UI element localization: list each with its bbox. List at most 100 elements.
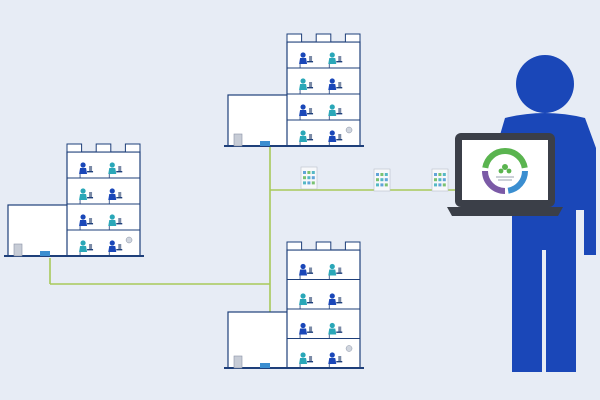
worker-head xyxy=(300,293,306,299)
person-head xyxy=(516,55,574,113)
ring-segment-green xyxy=(482,148,528,169)
worker-head xyxy=(329,263,335,270)
monitor-icon xyxy=(89,244,93,249)
monitor-icon xyxy=(89,218,93,223)
dashboard-ring-icon xyxy=(482,148,528,194)
worker-torso xyxy=(299,136,308,142)
document-chart-cell xyxy=(438,173,442,176)
document-chart-cell xyxy=(311,176,315,180)
worker-head xyxy=(300,52,306,58)
monitor-icon xyxy=(118,166,122,171)
building-roof xyxy=(286,241,361,251)
worker-head xyxy=(300,104,306,110)
router-icon xyxy=(260,141,270,146)
monitor-icon xyxy=(309,326,313,332)
worker-icon xyxy=(328,293,343,309)
worker-torso xyxy=(79,220,88,226)
worker-torso xyxy=(79,194,88,200)
desk-icon xyxy=(116,223,123,225)
worker-torso xyxy=(108,168,117,174)
document-chart-cell xyxy=(376,173,379,176)
worker-icon xyxy=(299,52,314,68)
clock-icon xyxy=(345,345,353,352)
file-cabinet-icon xyxy=(233,355,243,369)
worker-icon xyxy=(328,52,343,68)
document-chart-cell xyxy=(438,183,442,187)
worker-head xyxy=(329,78,335,84)
worker-icon xyxy=(299,78,314,94)
monitor-icon xyxy=(338,134,342,139)
worker-icon xyxy=(299,130,314,146)
worker-torso xyxy=(299,299,308,305)
document-chart-cell xyxy=(303,176,306,180)
desk-icon xyxy=(336,61,343,63)
monitor-icon xyxy=(309,267,313,273)
desk-icon xyxy=(116,171,123,173)
desk-icon xyxy=(307,87,314,89)
roof-block xyxy=(286,241,303,251)
monitor-icon xyxy=(338,267,342,273)
worker-head xyxy=(80,188,86,194)
roof-block xyxy=(344,241,361,251)
roof-block xyxy=(344,33,361,43)
ring-segment-blue xyxy=(507,170,528,194)
worker-head xyxy=(300,263,306,270)
desk-icon xyxy=(336,113,343,115)
desk-icon xyxy=(336,139,343,141)
worker-head xyxy=(300,322,306,329)
document-chart-cell xyxy=(303,171,306,174)
document-chart-cell xyxy=(380,183,384,187)
desk-icon xyxy=(336,302,343,304)
document-chart-cell xyxy=(384,183,388,187)
desk-icon xyxy=(307,272,314,274)
worker-head xyxy=(329,52,335,58)
worker-torso xyxy=(328,136,337,142)
document-chart-cell xyxy=(303,181,306,185)
worker-torso xyxy=(299,58,308,64)
desk-icon xyxy=(307,302,314,304)
document-chart-cell xyxy=(434,178,437,182)
worker-torso xyxy=(299,110,308,116)
worker-icon xyxy=(328,263,343,280)
desk-icon xyxy=(336,361,343,363)
worker-torso xyxy=(328,58,337,64)
desk-icon xyxy=(87,223,94,225)
document-chart-cell xyxy=(434,183,437,187)
worker-head xyxy=(329,130,335,136)
worker-icon xyxy=(328,78,343,94)
worker-torso xyxy=(328,84,337,90)
monitor-icon xyxy=(338,356,342,361)
worker-head xyxy=(329,322,335,329)
worker-icon xyxy=(299,104,314,120)
monitor-icon xyxy=(338,297,342,302)
roof-block xyxy=(66,143,83,153)
monitor-icon xyxy=(338,108,342,113)
desk-icon xyxy=(336,331,343,333)
documents-group xyxy=(300,166,449,192)
worker-head xyxy=(109,188,115,194)
clock-icon xyxy=(125,236,133,244)
document-chart-cell xyxy=(307,176,311,180)
monitor-icon xyxy=(309,134,313,139)
worker-head xyxy=(109,240,115,246)
ring-segment-purple xyxy=(482,170,506,194)
worker-torso xyxy=(79,168,88,174)
worker-torso xyxy=(108,246,117,252)
worker-torso xyxy=(108,194,117,200)
router-icon xyxy=(260,363,270,368)
document-chart-cell xyxy=(434,173,437,176)
worker-icon xyxy=(108,188,123,204)
document-chart-cell xyxy=(307,181,311,185)
worker-head xyxy=(329,352,335,358)
worker-icon xyxy=(79,240,94,256)
worker-torso xyxy=(328,110,337,116)
monitor-icon xyxy=(118,192,122,197)
document-chart-cell xyxy=(442,173,446,176)
building-annex xyxy=(227,311,291,369)
worker-torso xyxy=(79,246,88,252)
worker-icon xyxy=(108,214,123,230)
roof-block xyxy=(315,33,332,43)
monitor-icon xyxy=(338,56,342,61)
monitor-icon xyxy=(309,108,313,113)
